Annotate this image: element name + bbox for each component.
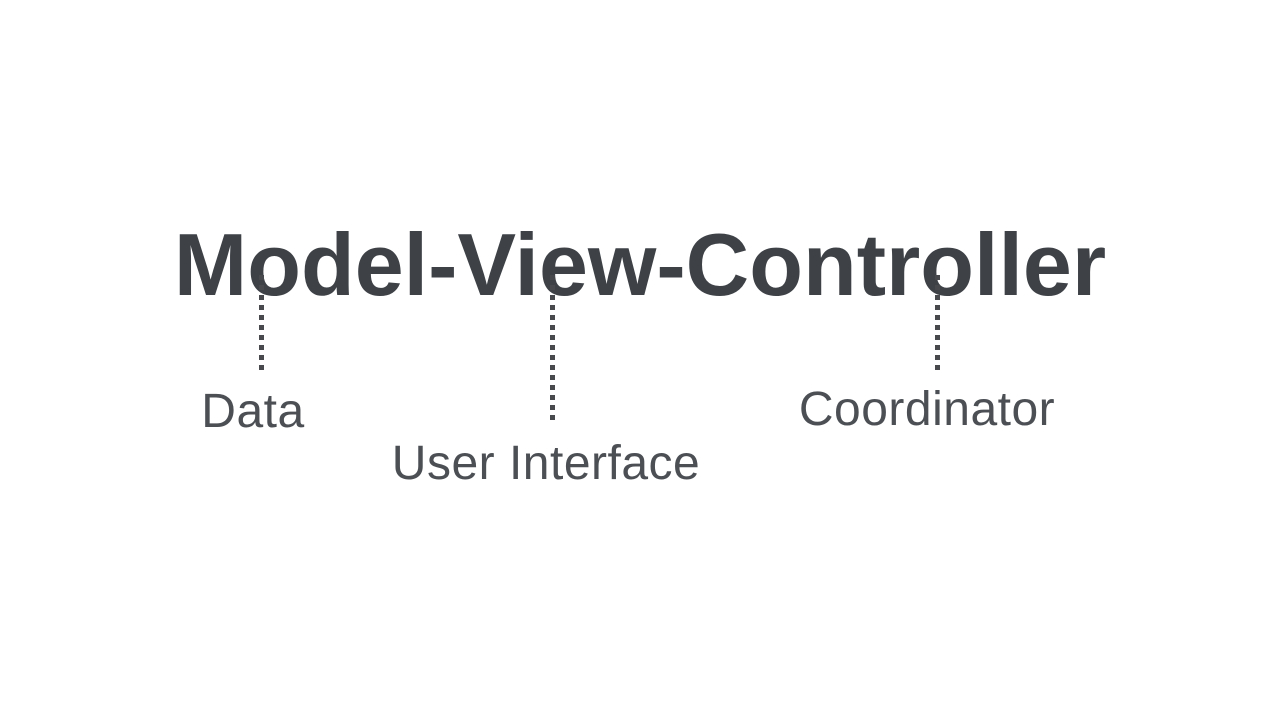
label-view-user-interface: User Interface: [391, 437, 701, 490]
diagram-title: Model-View-Controller: [173, 214, 1107, 314]
connector-view-dotted-line: [550, 275, 555, 420]
label-controller-coordinator: Coordinator: [798, 383, 1056, 436]
connector-model-dotted-line: [259, 275, 264, 373]
connector-controller-dotted-line: [935, 275, 940, 370]
label-model-data: Data: [201, 385, 305, 438]
